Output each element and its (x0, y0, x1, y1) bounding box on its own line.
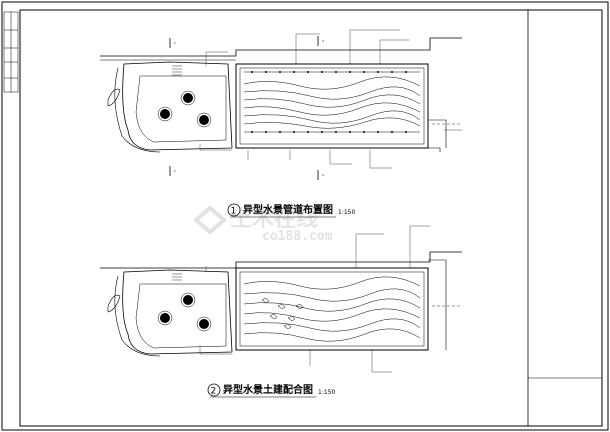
drawing-number-circle (207, 383, 221, 397)
drawing-title: 异型水景土建配合图 (223, 383, 313, 396)
plan-pipe-layout: 1 1 3 3 (100, 29, 462, 180)
drawing-number-circle (227, 203, 241, 217)
drawing-scale: 1:150 (318, 389, 335, 396)
watermark-brand: 土木在线 (230, 206, 318, 232)
drawing-title-1: 1 异型水景管道布置图 1:150 (227, 203, 355, 218)
drawing-scale: 1:150 (338, 209, 355, 216)
svg-text:1: 1 (174, 41, 176, 45)
svg-text:1: 1 (174, 169, 176, 173)
inner-frame (19, 9, 603, 427)
svg-text:3: 3 (322, 173, 324, 177)
drawing-number: 1 (231, 207, 237, 217)
drawing-number: 2 (211, 387, 217, 397)
watermark-site: co188.com (262, 229, 333, 244)
left-stamp-table (3, 11, 19, 93)
drawing-title: 异型水景管道布置图 (243, 203, 333, 216)
plan-civil-coordination (100, 225, 462, 373)
svg-text:3: 3 (322, 39, 324, 43)
drawing-title-2: 2 异型水景土建配合图 1:150 (207, 383, 335, 398)
watermark: 土木在线 co188.com (192, 205, 333, 244)
